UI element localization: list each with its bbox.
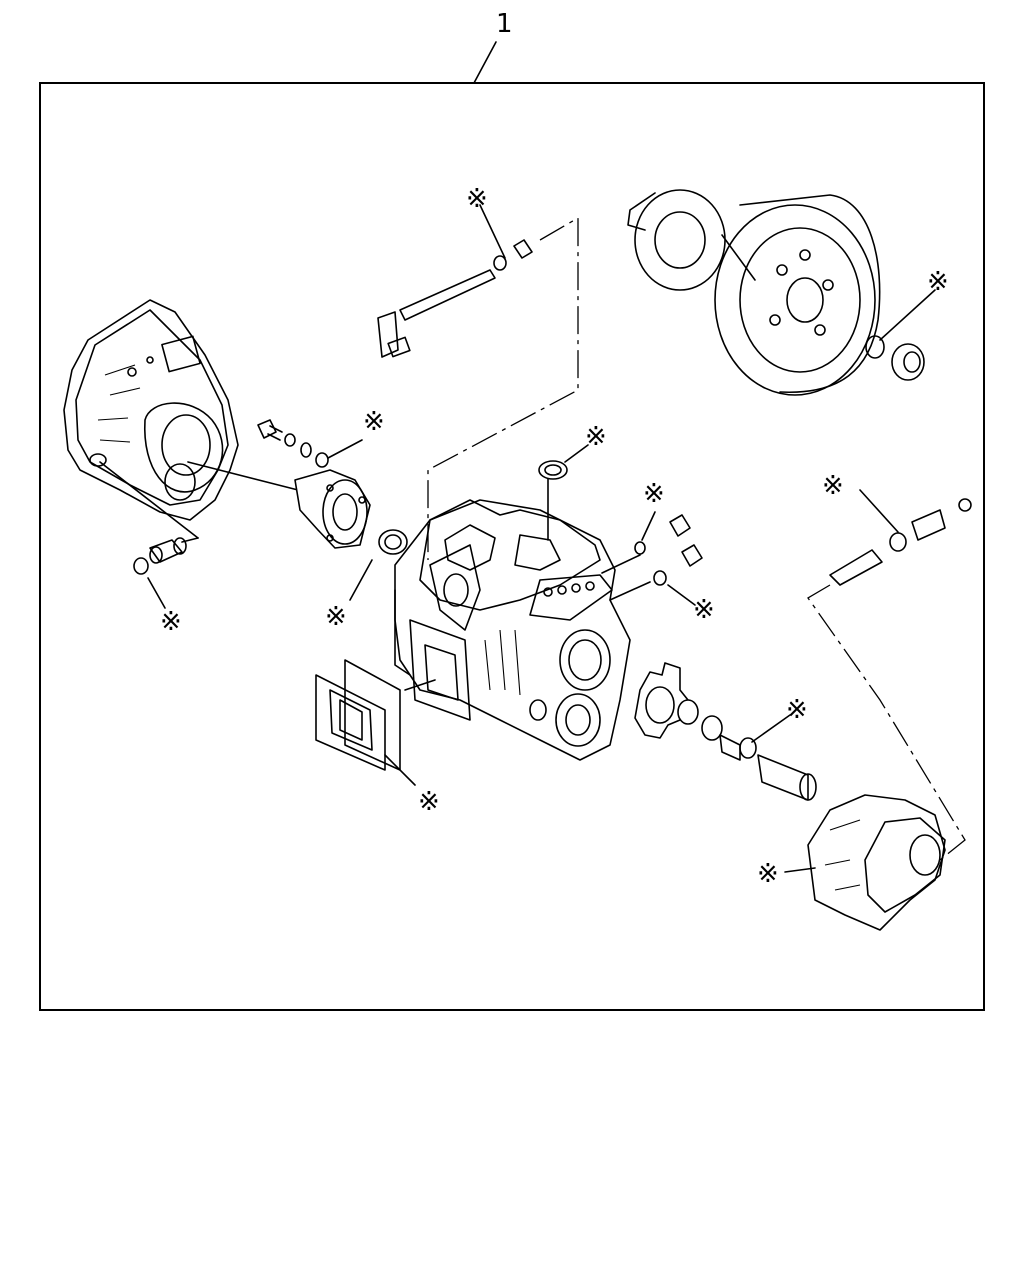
top-seal-ring xyxy=(538,460,568,480)
marking-callouts: ※ ※ ※ ※ ※ ※ ※ ※ ※ ※ ※ ※ xyxy=(160,184,949,889)
callout-mark: ※ xyxy=(927,267,949,297)
callout-mark: ※ xyxy=(757,859,779,889)
shutoff-lever xyxy=(377,239,533,358)
callout-mark: ※ xyxy=(643,479,665,509)
delivery-valve-fitting xyxy=(829,498,972,586)
washer-lower-left xyxy=(133,557,149,575)
pulley-nut xyxy=(891,343,925,381)
shaft-o-ring xyxy=(739,737,757,759)
callout-mark: ※ xyxy=(418,787,440,817)
callout-mark: ※ xyxy=(363,407,385,437)
bushing xyxy=(149,537,187,564)
callout-mark: ※ xyxy=(822,471,844,501)
drive-pulley xyxy=(627,189,881,396)
flywheel-housing xyxy=(63,299,239,521)
oil-seal xyxy=(378,529,408,555)
item-number-leader xyxy=(473,41,497,84)
kit-frame xyxy=(39,82,985,1011)
item-number-label: 1 xyxy=(496,9,513,39)
injection-pump-body xyxy=(394,469,631,761)
callout-mark: ※ xyxy=(585,422,607,452)
pulley-washer xyxy=(865,335,885,359)
callout-mark: ※ xyxy=(325,602,347,632)
bolt-and-washers xyxy=(257,419,329,468)
lever-dash-link xyxy=(427,216,579,560)
callout-mark: ※ xyxy=(786,695,808,725)
pump-bolts xyxy=(634,514,703,586)
governor-gear xyxy=(634,662,741,761)
drive-flange xyxy=(294,469,371,549)
callout-mark: ※ xyxy=(160,607,182,637)
callout-mark: ※ xyxy=(693,595,715,625)
governor-housing xyxy=(807,794,946,931)
cover-plate-gaskets xyxy=(315,619,471,771)
housing-centerline xyxy=(99,461,199,539)
governor-shaft xyxy=(757,754,817,801)
callout-mark: ※ xyxy=(466,184,488,214)
